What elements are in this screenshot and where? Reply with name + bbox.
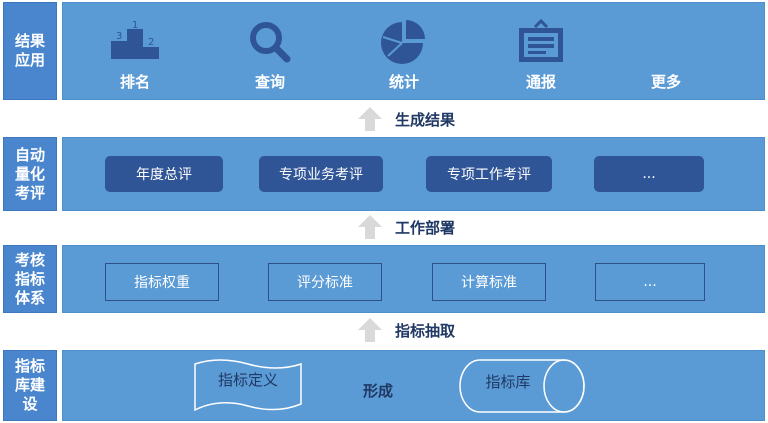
row-label-evaluation-text: 自动量化考评 — [14, 145, 45, 202]
evaluation-band: 年度总评 专项业务考评 专项工作考评 ... — [62, 137, 765, 211]
svg-text:1: 1 — [132, 20, 138, 31]
indicator-box-scoring[interactable]: 评分标准 — [268, 263, 382, 301]
evaluation-box-special-business[interactable]: 专项业务考评 — [259, 156, 383, 192]
up-arrow-icon — [358, 215, 382, 239]
row-label-library: 指标库建设 — [3, 350, 57, 421]
results-band: 1 3 2 排名 查询 统计 通报 更多 — [62, 2, 765, 100]
up-arrow-icon — [358, 318, 382, 342]
indicator-system-band: 指标权重 评分标准 计算标准 ... — [62, 245, 765, 313]
indicator-box-more[interactable]: ... — [595, 263, 705, 301]
connector-work-deployment-label: 工作部署 — [395, 218, 456, 237]
magnifier-icon — [250, 22, 291, 63]
row-label-indicator-system-text: 考核指标体系 — [14, 250, 45, 307]
row-label-results-text: 结果应用 — [14, 32, 45, 69]
result-item-bulletin[interactable]: 通报 — [496, 5, 586, 91]
indicator-box-weight[interactable]: 指标权重 — [105, 263, 219, 301]
row-label-library-text: 指标库建设 — [14, 357, 45, 413]
library-definition-label: 指标定义 — [217, 371, 278, 389]
document-shape — [194, 359, 302, 412]
library-store-label: 指标库 — [485, 373, 531, 391]
result-item-query-label: 查询 — [254, 73, 285, 91]
up-arrow-icon — [358, 107, 382, 131]
evaluation-box-annual[interactable]: 年度总评 — [105, 156, 223, 192]
evaluation-box-special-work[interactable]: 专项工作考评 — [426, 156, 552, 192]
connector-generate-results-label: 生成结果 — [395, 110, 456, 129]
connector-indicator-extraction: 指标抽取 — [357, 317, 455, 343]
library-action-label: 形成 — [363, 382, 394, 400]
connector-generate-results: 生成结果 — [357, 106, 455, 132]
row-label-evaluation: 自动量化考评 — [3, 137, 57, 211]
database-cylinder-shape — [459, 359, 585, 413]
bulletin-board-icon — [519, 19, 563, 62]
row-label-indicator-system: 考核指标体系 — [3, 245, 57, 313]
result-item-bulletin-label: 通报 — [525, 73, 556, 91]
result-item-ranking[interactable]: 1 3 2 排名 — [90, 5, 180, 91]
result-item-more-label: 更多 — [650, 73, 681, 91]
svg-text:2: 2 — [148, 37, 154, 48]
indicator-box-calculation[interactable]: 计算标准 — [432, 263, 546, 301]
connector-work-deployment: 工作部署 — [357, 214, 455, 240]
result-item-query[interactable]: 查询 — [225, 5, 315, 91]
library-band: 指标定义 形成 指标库 — [62, 350, 765, 421]
podium-icon: 1 3 2 — [111, 20, 159, 59]
result-item-statistics-label: 统计 — [388, 73, 419, 91]
result-item-statistics[interactable]: 统计 — [359, 5, 449, 91]
result-item-ranking-label: 排名 — [119, 73, 150, 91]
row-label-results: 结果应用 — [3, 2, 57, 100]
svg-text:3: 3 — [116, 31, 122, 42]
pie-chart-icon — [381, 20, 425, 64]
connector-indicator-extraction-label: 指标抽取 — [395, 321, 456, 340]
evaluation-box-more[interactable]: ... — [594, 156, 704, 192]
